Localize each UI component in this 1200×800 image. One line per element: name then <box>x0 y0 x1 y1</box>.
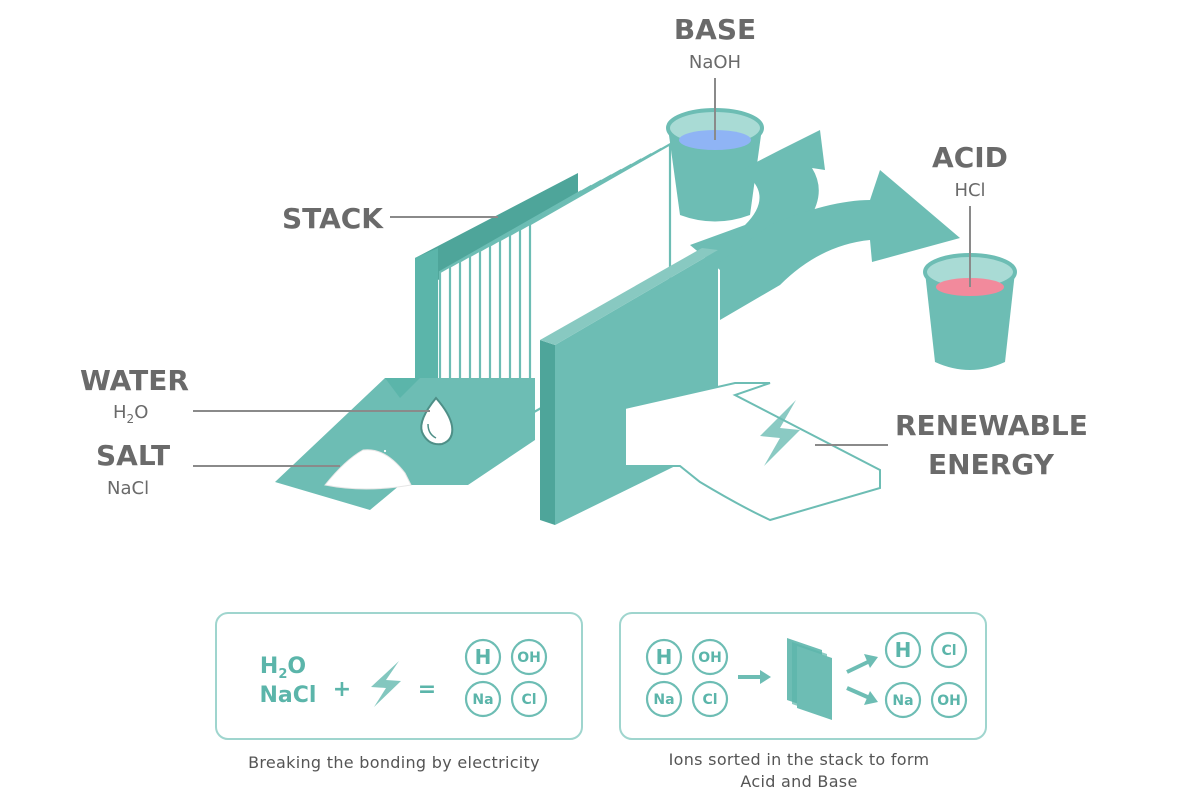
panel-left-caption: Breaking the bonding by electricity <box>248 753 540 772</box>
plus-sign: + <box>333 677 351 702</box>
base-title: BASE <box>674 13 756 46</box>
water-formula: H2O <box>113 402 148 426</box>
input-strip <box>275 378 535 510</box>
membrane-sheets-icon <box>787 638 832 720</box>
salt-formula: NaCl <box>107 478 149 499</box>
ion-sorting-panel: H OH Na Cl H Cl Na OH <box>619 612 987 740</box>
energy-label-line1: RENEWABLE <box>895 409 1088 442</box>
ion-ring <box>464 638 502 676</box>
ion-circle: Na <box>645 680 683 718</box>
acid-title: ACID <box>932 141 1008 174</box>
ion-circle: Cl <box>930 631 968 669</box>
arrow-to-stack-icon <box>738 670 771 684</box>
ion-ring <box>884 631 922 669</box>
ion-label: H <box>895 638 912 662</box>
ion-ring <box>691 638 729 676</box>
acid-cup <box>923 253 1017 370</box>
stack-label: STACK <box>282 202 384 235</box>
ion-ring <box>645 680 683 718</box>
membrane-stack <box>415 142 718 525</box>
base-ion-row: Na OH <box>884 681 968 719</box>
acid-flow-arrow <box>720 170 960 320</box>
ion-label: Cl <box>702 692 717 708</box>
acid-ion-row: H Cl <box>884 631 968 669</box>
ion-circle: OH <box>930 681 968 719</box>
ion-circle: OH <box>510 638 548 676</box>
salt-pile-icon <box>324 449 412 490</box>
ion-ring <box>645 638 683 676</box>
panel-right-caption-line2: Acid and Base <box>740 772 857 791</box>
ion-ring <box>930 681 968 719</box>
ion-label: Cl <box>941 643 956 659</box>
base-cup <box>666 108 764 222</box>
ion-circle: H <box>464 638 502 676</box>
water-title: WATER <box>80 364 189 397</box>
panel-bolt-icon <box>371 661 401 707</box>
lightning-bolt-icon <box>760 400 800 466</box>
equals-sign: = <box>418 677 436 702</box>
ion-ring <box>884 681 922 719</box>
ion-circle: H <box>884 631 922 669</box>
ion-ring <box>510 680 548 718</box>
ion-circle: Na <box>884 681 922 719</box>
arrow-to-acid-icon <box>846 654 878 674</box>
energy-sheet <box>624 382 881 522</box>
ion-ring <box>464 680 502 718</box>
energy-label-line2: ENERGY <box>928 448 1055 481</box>
ion-label: Cl <box>521 692 536 708</box>
ion-ring <box>510 638 548 676</box>
ion-circle: OH <box>691 638 729 676</box>
panel-left-salt-formula: NaCl <box>260 683 317 708</box>
acid-formula: HCl <box>954 180 985 201</box>
water-drop-icon <box>420 396 454 446</box>
ion-label: Na <box>892 693 913 709</box>
ion-label: OH <box>698 650 722 666</box>
ion-label: OH <box>517 650 541 666</box>
ion-label: H <box>475 645 492 669</box>
ion-label: Na <box>653 692 674 708</box>
salt-title: SALT <box>96 439 170 472</box>
arrow-to-base-icon <box>846 686 878 705</box>
ion-label: OH <box>937 693 961 709</box>
ion-ring <box>691 680 729 718</box>
ion-input-grid: H OH Na Cl <box>645 638 729 718</box>
panel-left-water-formula: H2O <box>260 654 306 682</box>
ion-ring <box>930 631 968 669</box>
base-formula: NaOH <box>689 52 741 73</box>
ion-label: H <box>656 645 673 669</box>
ion-circle: H <box>645 638 683 676</box>
ion-label: Na <box>472 692 493 708</box>
ion-circle: Cl <box>691 680 729 718</box>
ion-circle: Na <box>464 680 502 718</box>
panel-right-caption-line1: Ions sorted in the stack to form <box>669 750 930 769</box>
ion-circle: Cl <box>510 680 548 718</box>
ion-grid: H OH Na Cl <box>464 638 548 718</box>
